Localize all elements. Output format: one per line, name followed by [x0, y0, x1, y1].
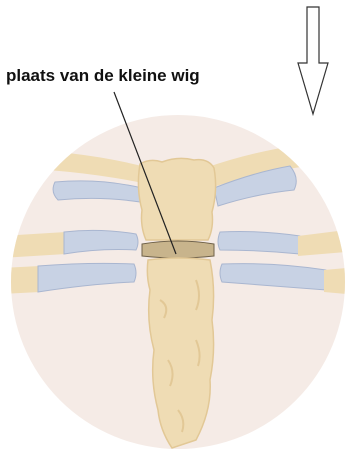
wedge-location-label: plaats van de kleine wig [6, 66, 200, 86]
wedge-band [142, 241, 214, 258]
rib-lower-left [0, 266, 40, 294]
rib-lower-right [324, 268, 346, 294]
sternum-manubrium [138, 158, 215, 240]
down-arrow-icon [298, 7, 328, 114]
rib-mid-left [0, 232, 66, 258]
